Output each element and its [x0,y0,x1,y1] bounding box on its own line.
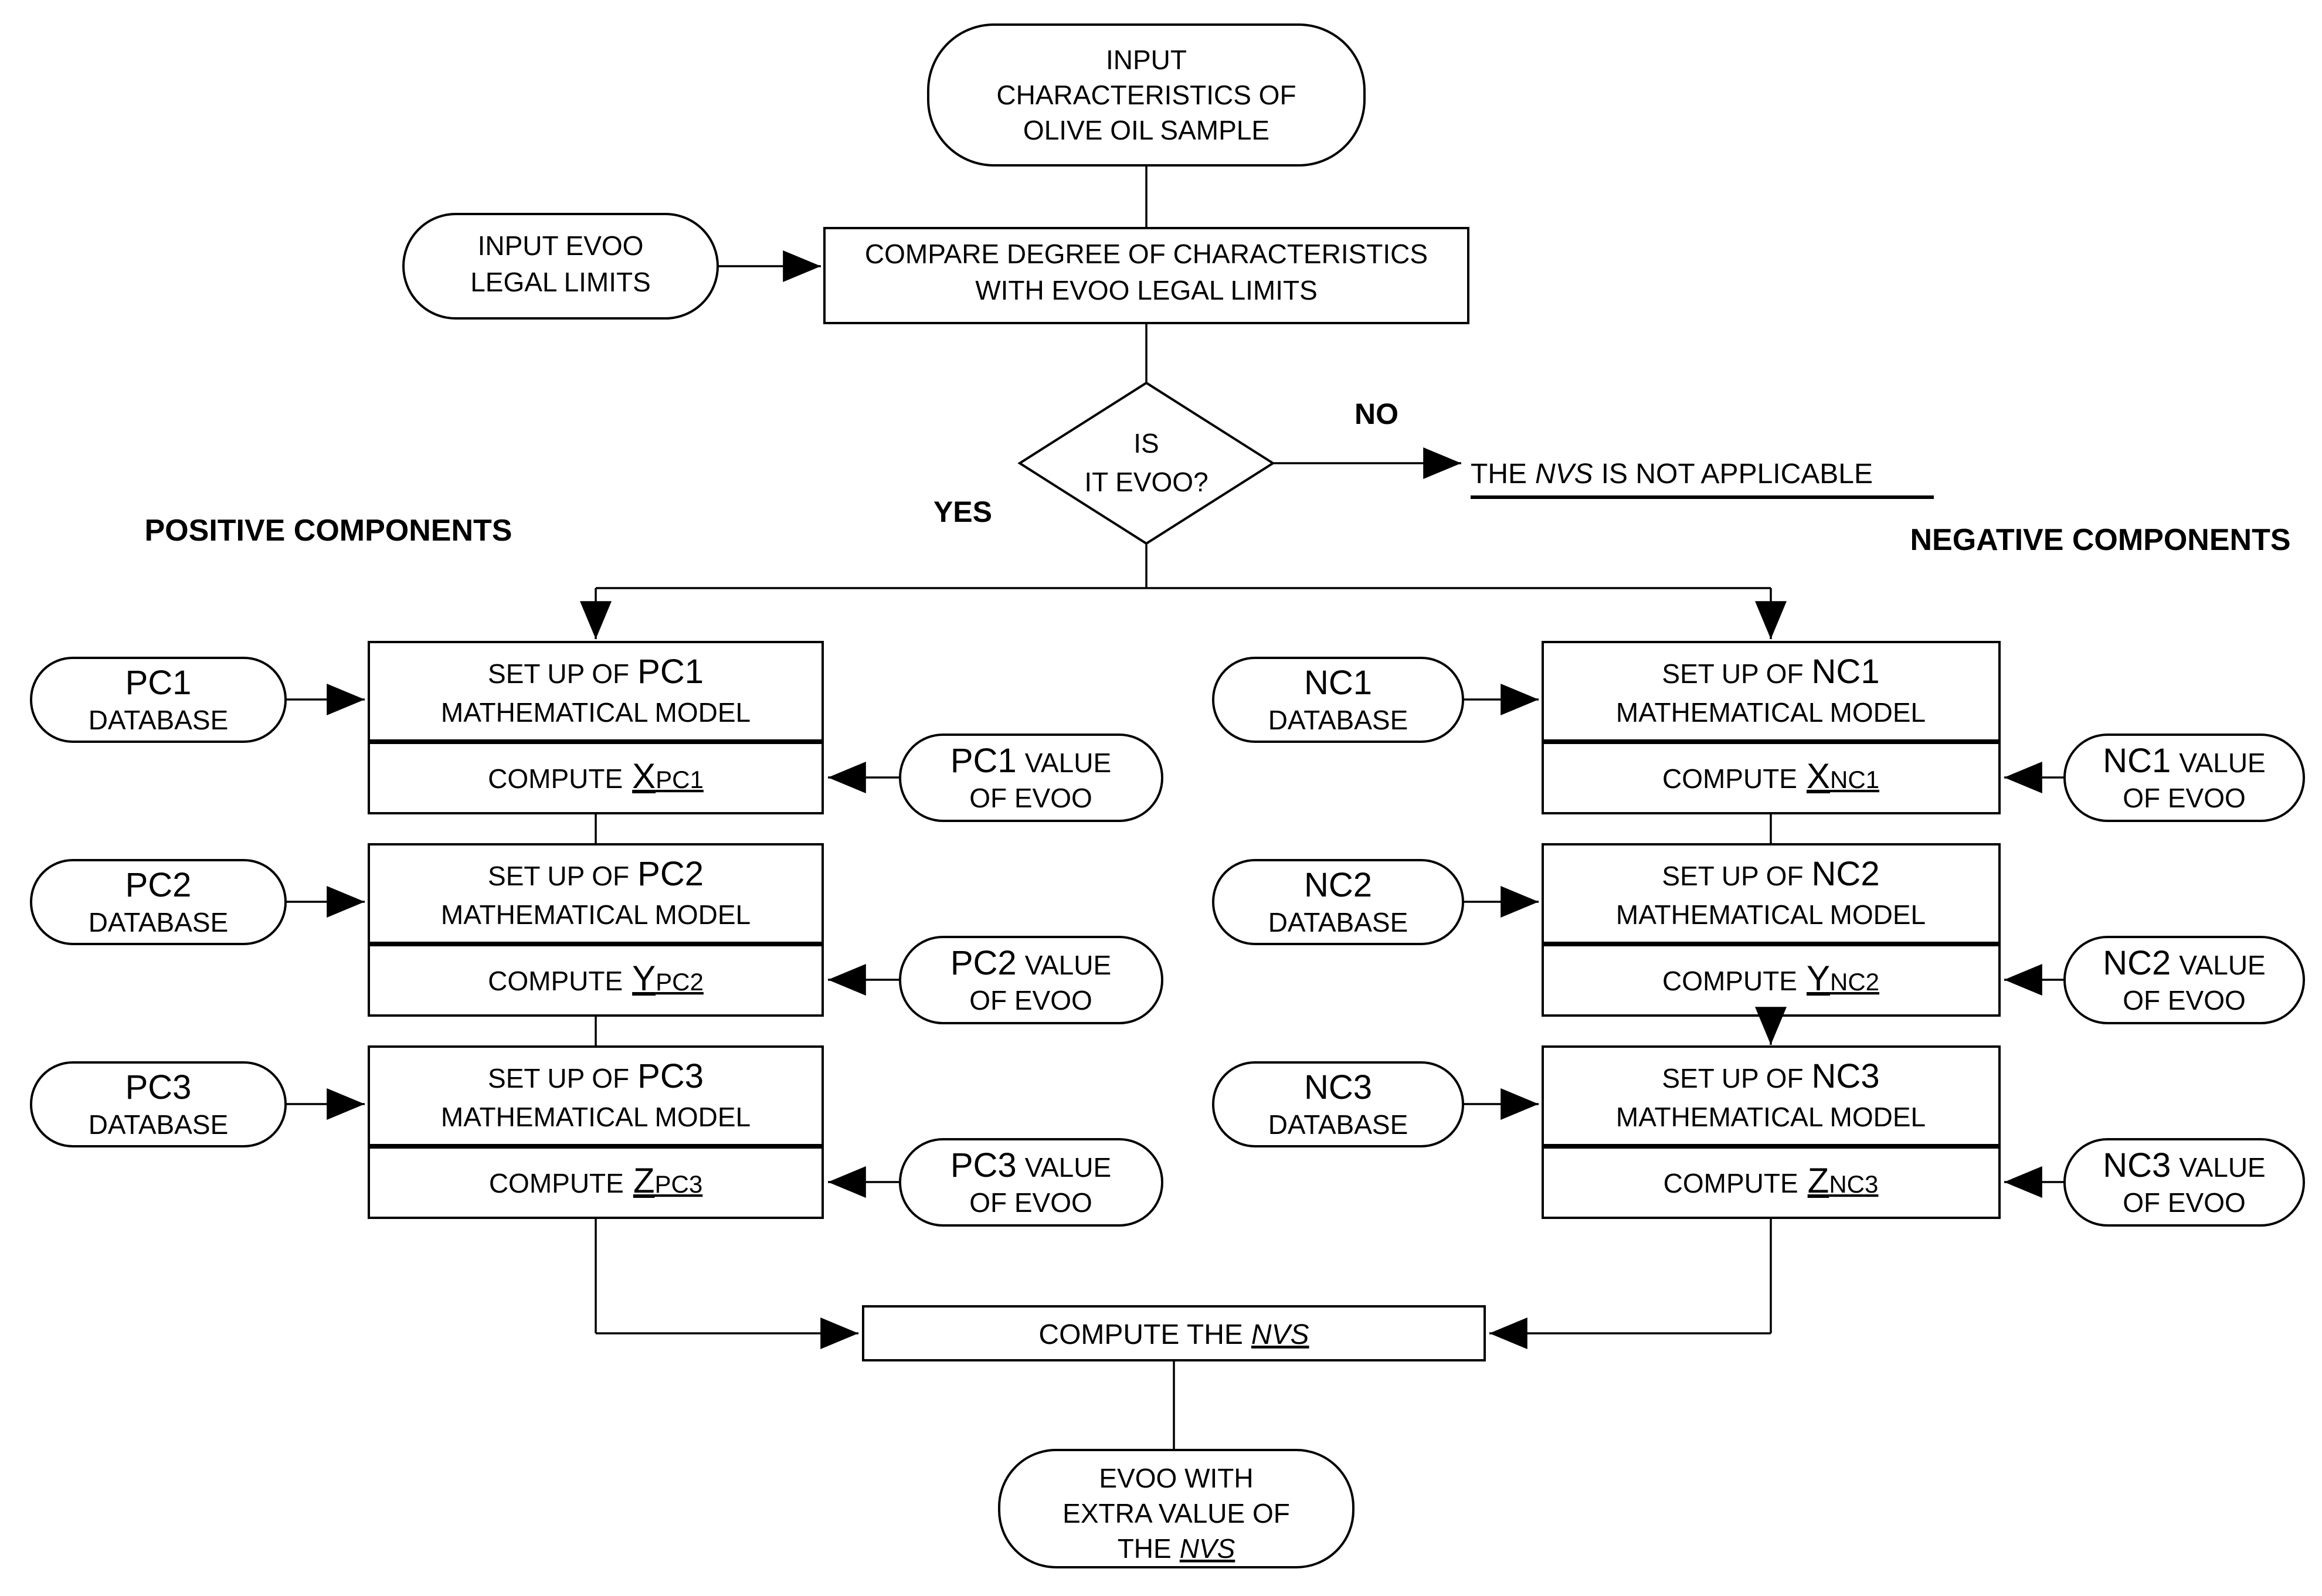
decision-line1: IS [1133,428,1159,459]
compare-line1: COMPARE DEGREE OF CHARACTERISTICS [865,239,1428,269]
compare-line2: WITH EVOO LEGAL LIMITS [975,275,1318,305]
compare-process-box: COMPARE DEGREE OF CHARACTERISTICS WITH E… [823,227,1469,324]
pc3-database-line2: DATABASE [89,1109,229,1140]
pc3-compute-box [368,1146,824,1219]
nc1-setup-line2: MATHEMATICAL MODEL [1616,697,1926,728]
result-terminator-shape [998,1449,1354,1568]
nc3-database-line2: DATABASE [1268,1109,1408,1140]
nc2-value-line2: OF EVOO [2123,985,2246,1016]
pc2-database-line1: PC2 [125,866,192,904]
nc2-database-line2: DATABASE [1268,907,1408,938]
nc3-compute-box [1542,1146,2001,1219]
nc3-value-line2: OF EVOO [2123,1187,2246,1218]
start-terminator: INPUT CHARACTERISTICS OF OLIVE OIL SAMPL… [927,23,1366,167]
decision-diamond-shape [1017,381,1275,545]
nc3-setup-line2: MATHEMATICAL MODEL [1616,1102,1926,1132]
nc3-setup-box [1542,1045,2001,1146]
pc3-setup-box [368,1045,824,1146]
nc1-setup-box [1542,641,2001,742]
start-line1: INPUT [1106,45,1187,75]
pc2-value-line2: OF EVOO [969,985,1092,1016]
pc2-database-line2: DATABASE [89,907,229,938]
nc2-setup-box [1542,843,2001,944]
pc1-setup-line2: MATHEMATICAL MODEL [441,697,751,728]
nc3-database-line1: NC3 [1304,1068,1372,1106]
positive-components-header: POSITIVE COMPONENTS [145,514,512,548]
pc3-value-line2: OF EVOO [969,1187,1092,1218]
legal-limits-line2: LEGAL LIMITS [470,267,651,297]
start-line3: OLIVE OIL SAMPLE [1023,115,1269,145]
compute-nvs-shape [862,1305,1486,1361]
pc3-setup-line2: MATHEMATICAL MODEL [441,1102,751,1132]
legal-limits-terminator: INPUT EVOO LEGAL LIMITS [402,213,719,320]
decision-line2: IT EVOO? [1084,467,1208,497]
negative-components-header: NEGATIVE COMPONENTS [1910,523,2290,557]
nc1-database-line1: NC1 [1304,664,1372,702]
pc2-compute-box [368,944,824,1017]
result-line2: EXTRA VALUE OF [1062,1498,1290,1529]
pc2-setup-box [368,843,824,944]
result-line1: EVOO WITH [1099,1463,1253,1493]
legal-limits-line1: INPUT EVOO [478,230,644,261]
no-branch-label: NO [1354,398,1398,430]
pc1-value-line2: OF EVOO [969,783,1092,813]
nc1-value-line2: OF EVOO [2123,783,2246,813]
pc1-database-line1: PC1 [125,664,192,702]
nc1-database-line2: DATABASE [1268,705,1408,735]
legal-limits-shape [402,213,719,320]
nc2-compute-box [1542,944,2001,1017]
pc3-database-line1: PC3 [125,1068,192,1106]
decision-diamond: IS IT EVOO? [1017,381,1275,545]
pc2-setup-line2: MATHEMATICAL MODEL [441,899,751,930]
compare-box-shape [823,227,1469,324]
nc2-setup-line2: MATHEMATICAL MODEL [1616,899,1926,930]
nc2-database-line1: NC2 [1304,866,1372,904]
yes-branch-label: YES [933,495,992,528]
pc1-database-line2: DATABASE [89,705,229,735]
pc1-setup-box [368,641,824,742]
nc1-compute-box [1542,742,2001,814]
start-line2: CHARACTERISTICS OF [996,80,1296,110]
